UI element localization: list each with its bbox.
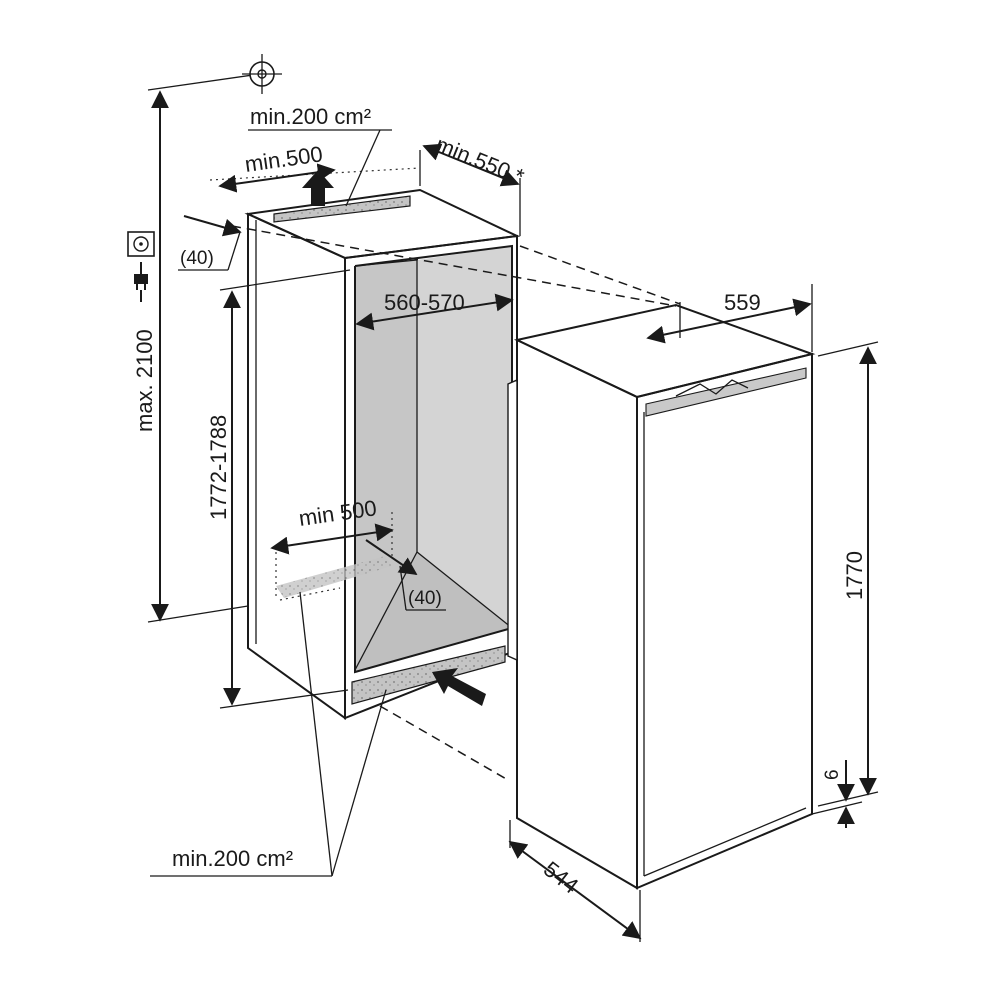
bottom-gap-label: (40) <box>408 588 442 609</box>
niche-width-label: 560-570 <box>384 290 465 315</box>
air-out-arrow <box>302 170 334 206</box>
niche-cabinet <box>244 188 521 720</box>
appliance <box>507 303 816 890</box>
niche-height-label: 1772-1788 <box>206 415 231 520</box>
max-height-label: max. 2100 <box>132 329 157 432</box>
top-vent-grille <box>273 195 411 223</box>
bottom-vent-label: min.200 cm² <box>172 846 293 871</box>
plug-icon <box>134 262 148 302</box>
top-depth-label: min.500 <box>243 141 324 177</box>
niche-back-wall <box>417 246 512 628</box>
socket-icon <box>127 231 155 257</box>
appliance-width-label: 559 <box>724 290 761 315</box>
top-vent-label: min.200 cm² <box>250 104 371 129</box>
rear-floor-vent <box>276 556 392 598</box>
plinth-gap-label: 6 <box>822 769 843 780</box>
bottom-vent-grille <box>351 645 506 705</box>
door-hinge-side <box>507 378 518 662</box>
appliance-front-door <box>636 352 813 890</box>
control-panel <box>645 367 807 417</box>
top-gap-label: (40) <box>180 248 214 269</box>
appliance-left-side <box>516 338 638 890</box>
niche-depth-label: min.550 * <box>432 131 528 189</box>
niche-left-side <box>247 212 346 720</box>
dimensions <box>147 73 879 942</box>
niche-floor <box>355 552 512 672</box>
air-in-arrow <box>432 668 486 706</box>
appliance-height-label: 1770 <box>842 551 867 600</box>
water-connection-icon <box>242 54 282 94</box>
